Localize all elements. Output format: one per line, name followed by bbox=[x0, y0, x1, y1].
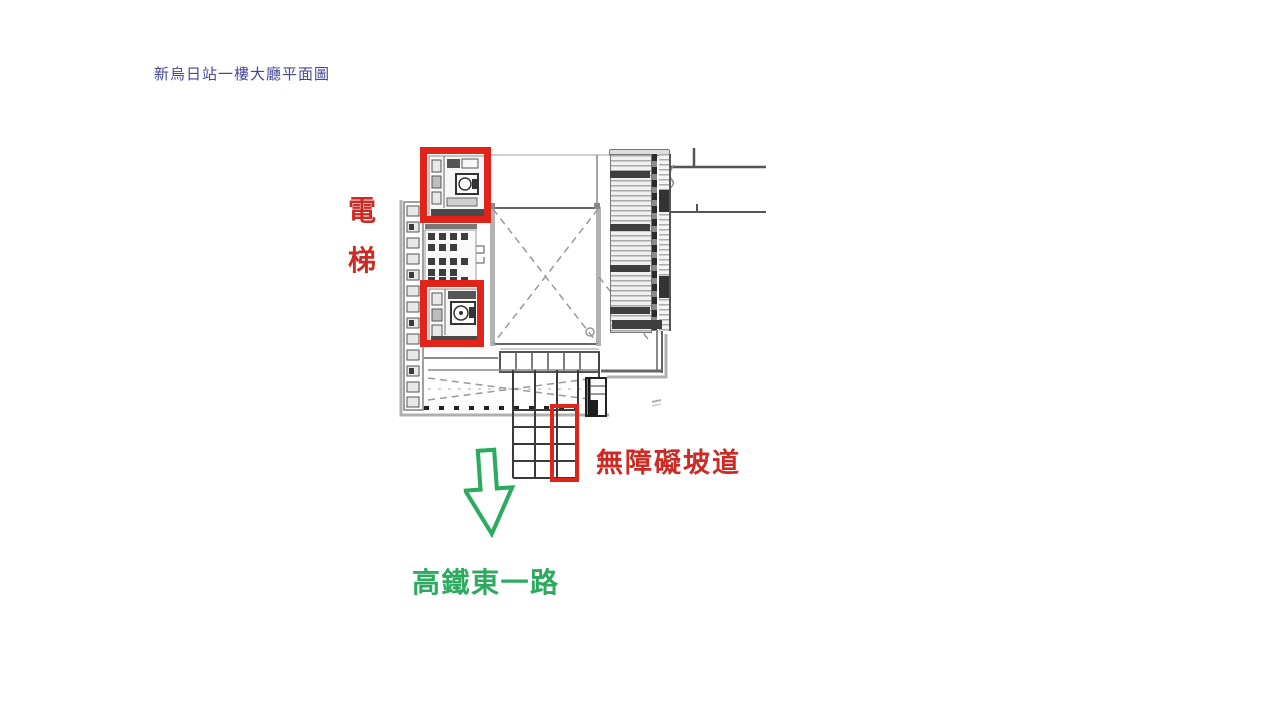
escalator-bank bbox=[610, 154, 652, 333]
right-extension-lines bbox=[664, 148, 766, 213]
accessible-ramp-label: 無障礙坡道 bbox=[596, 448, 741, 478]
escalator-base bbox=[612, 320, 662, 329]
elevator-label-char-2: 梯 bbox=[347, 245, 376, 276]
fare-gates-row bbox=[499, 348, 600, 378]
stair-band-segment bbox=[659, 276, 669, 298]
elevator-lower-highlight-box bbox=[420, 280, 484, 347]
elevator-label-char-1: 電 bbox=[347, 195, 376, 226]
stair-band bbox=[659, 154, 671, 331]
elevator-lower-room bbox=[428, 288, 480, 344]
stair-band-segment bbox=[659, 190, 669, 212]
escalator-landing bbox=[610, 224, 650, 231]
page-title: 新烏日站一樓大廳平面圖 bbox=[154, 66, 331, 83]
elevator-upper-room bbox=[425, 155, 488, 229]
lower-right-corner bbox=[601, 330, 663, 407]
road-label: 高鐵東一路 bbox=[412, 567, 560, 598]
escalator-landing bbox=[610, 307, 650, 314]
plan-outer-wall-right bbox=[607, 334, 668, 379]
down-arrow-icon bbox=[461, 447, 516, 539]
plan-outer-wall bbox=[399, 200, 609, 417]
side-stair bbox=[585, 377, 607, 417]
escalator-divider bbox=[652, 154, 657, 331]
escalator-landing bbox=[610, 171, 650, 178]
elevator-upper-highlight-box bbox=[420, 147, 491, 223]
elevator-label: 電 梯 bbox=[346, 197, 378, 275]
left-wall-cells bbox=[406, 205, 420, 408]
escalator-landing bbox=[610, 265, 650, 272]
accessible-ramp-highlight-box bbox=[550, 404, 579, 482]
restroom-block bbox=[424, 229, 485, 285]
door-swing bbox=[476, 245, 485, 264]
